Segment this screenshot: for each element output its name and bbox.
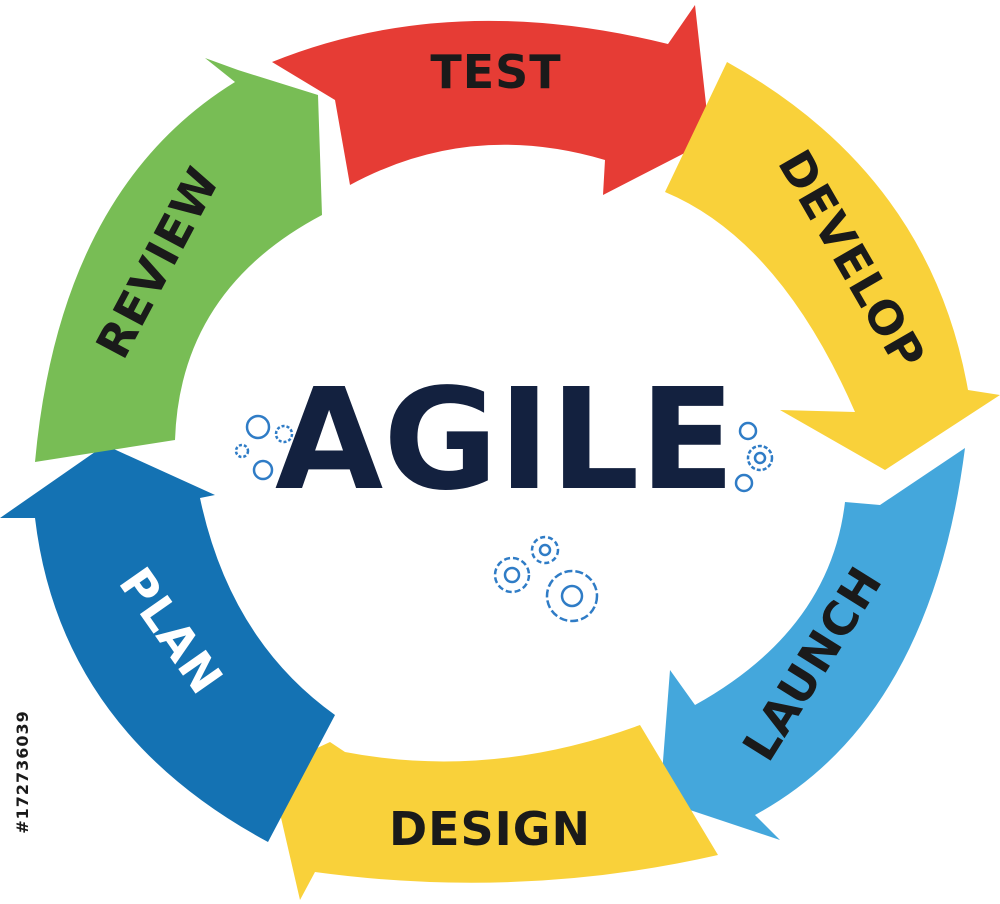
gear-icon — [530, 535, 560, 565]
bubble-icon — [734, 473, 754, 493]
stage-arrow-review — [35, 58, 322, 462]
gear-icon — [493, 556, 531, 594]
center-title: AGILE — [275, 359, 735, 522]
bubble-icon — [245, 414, 271, 440]
stage-arrow-test — [272, 5, 710, 195]
gear-icon — [538, 543, 552, 557]
right-gear-cluster — [734, 421, 774, 493]
gear-icon — [560, 584, 584, 608]
stage-arrow-design — [270, 725, 718, 900]
small-gear-icon — [753, 451, 767, 465]
stage-arrow-plan — [0, 445, 335, 842]
stage-label-test: TEST — [430, 45, 561, 99]
small-gear-icon — [234, 443, 250, 459]
bubble-icon — [252, 459, 274, 481]
cycle-arrows — [0, 5, 1000, 900]
stock-id-text: #172736039 — [13, 710, 32, 834]
left-gear-cluster — [234, 414, 294, 481]
bubble-icon — [738, 421, 758, 441]
small-gear-icon — [746, 444, 774, 472]
gear-icon — [545, 569, 599, 623]
stage-arrow-launch — [660, 448, 965, 840]
bottom-gear-cluster — [493, 535, 599, 623]
stage-arrow-develop — [665, 62, 1000, 470]
small-gear-icon — [274, 424, 294, 444]
stage-label-design: DESIGN — [389, 802, 591, 856]
gear-decorations — [234, 414, 774, 623]
gear-icon — [503, 566, 521, 584]
